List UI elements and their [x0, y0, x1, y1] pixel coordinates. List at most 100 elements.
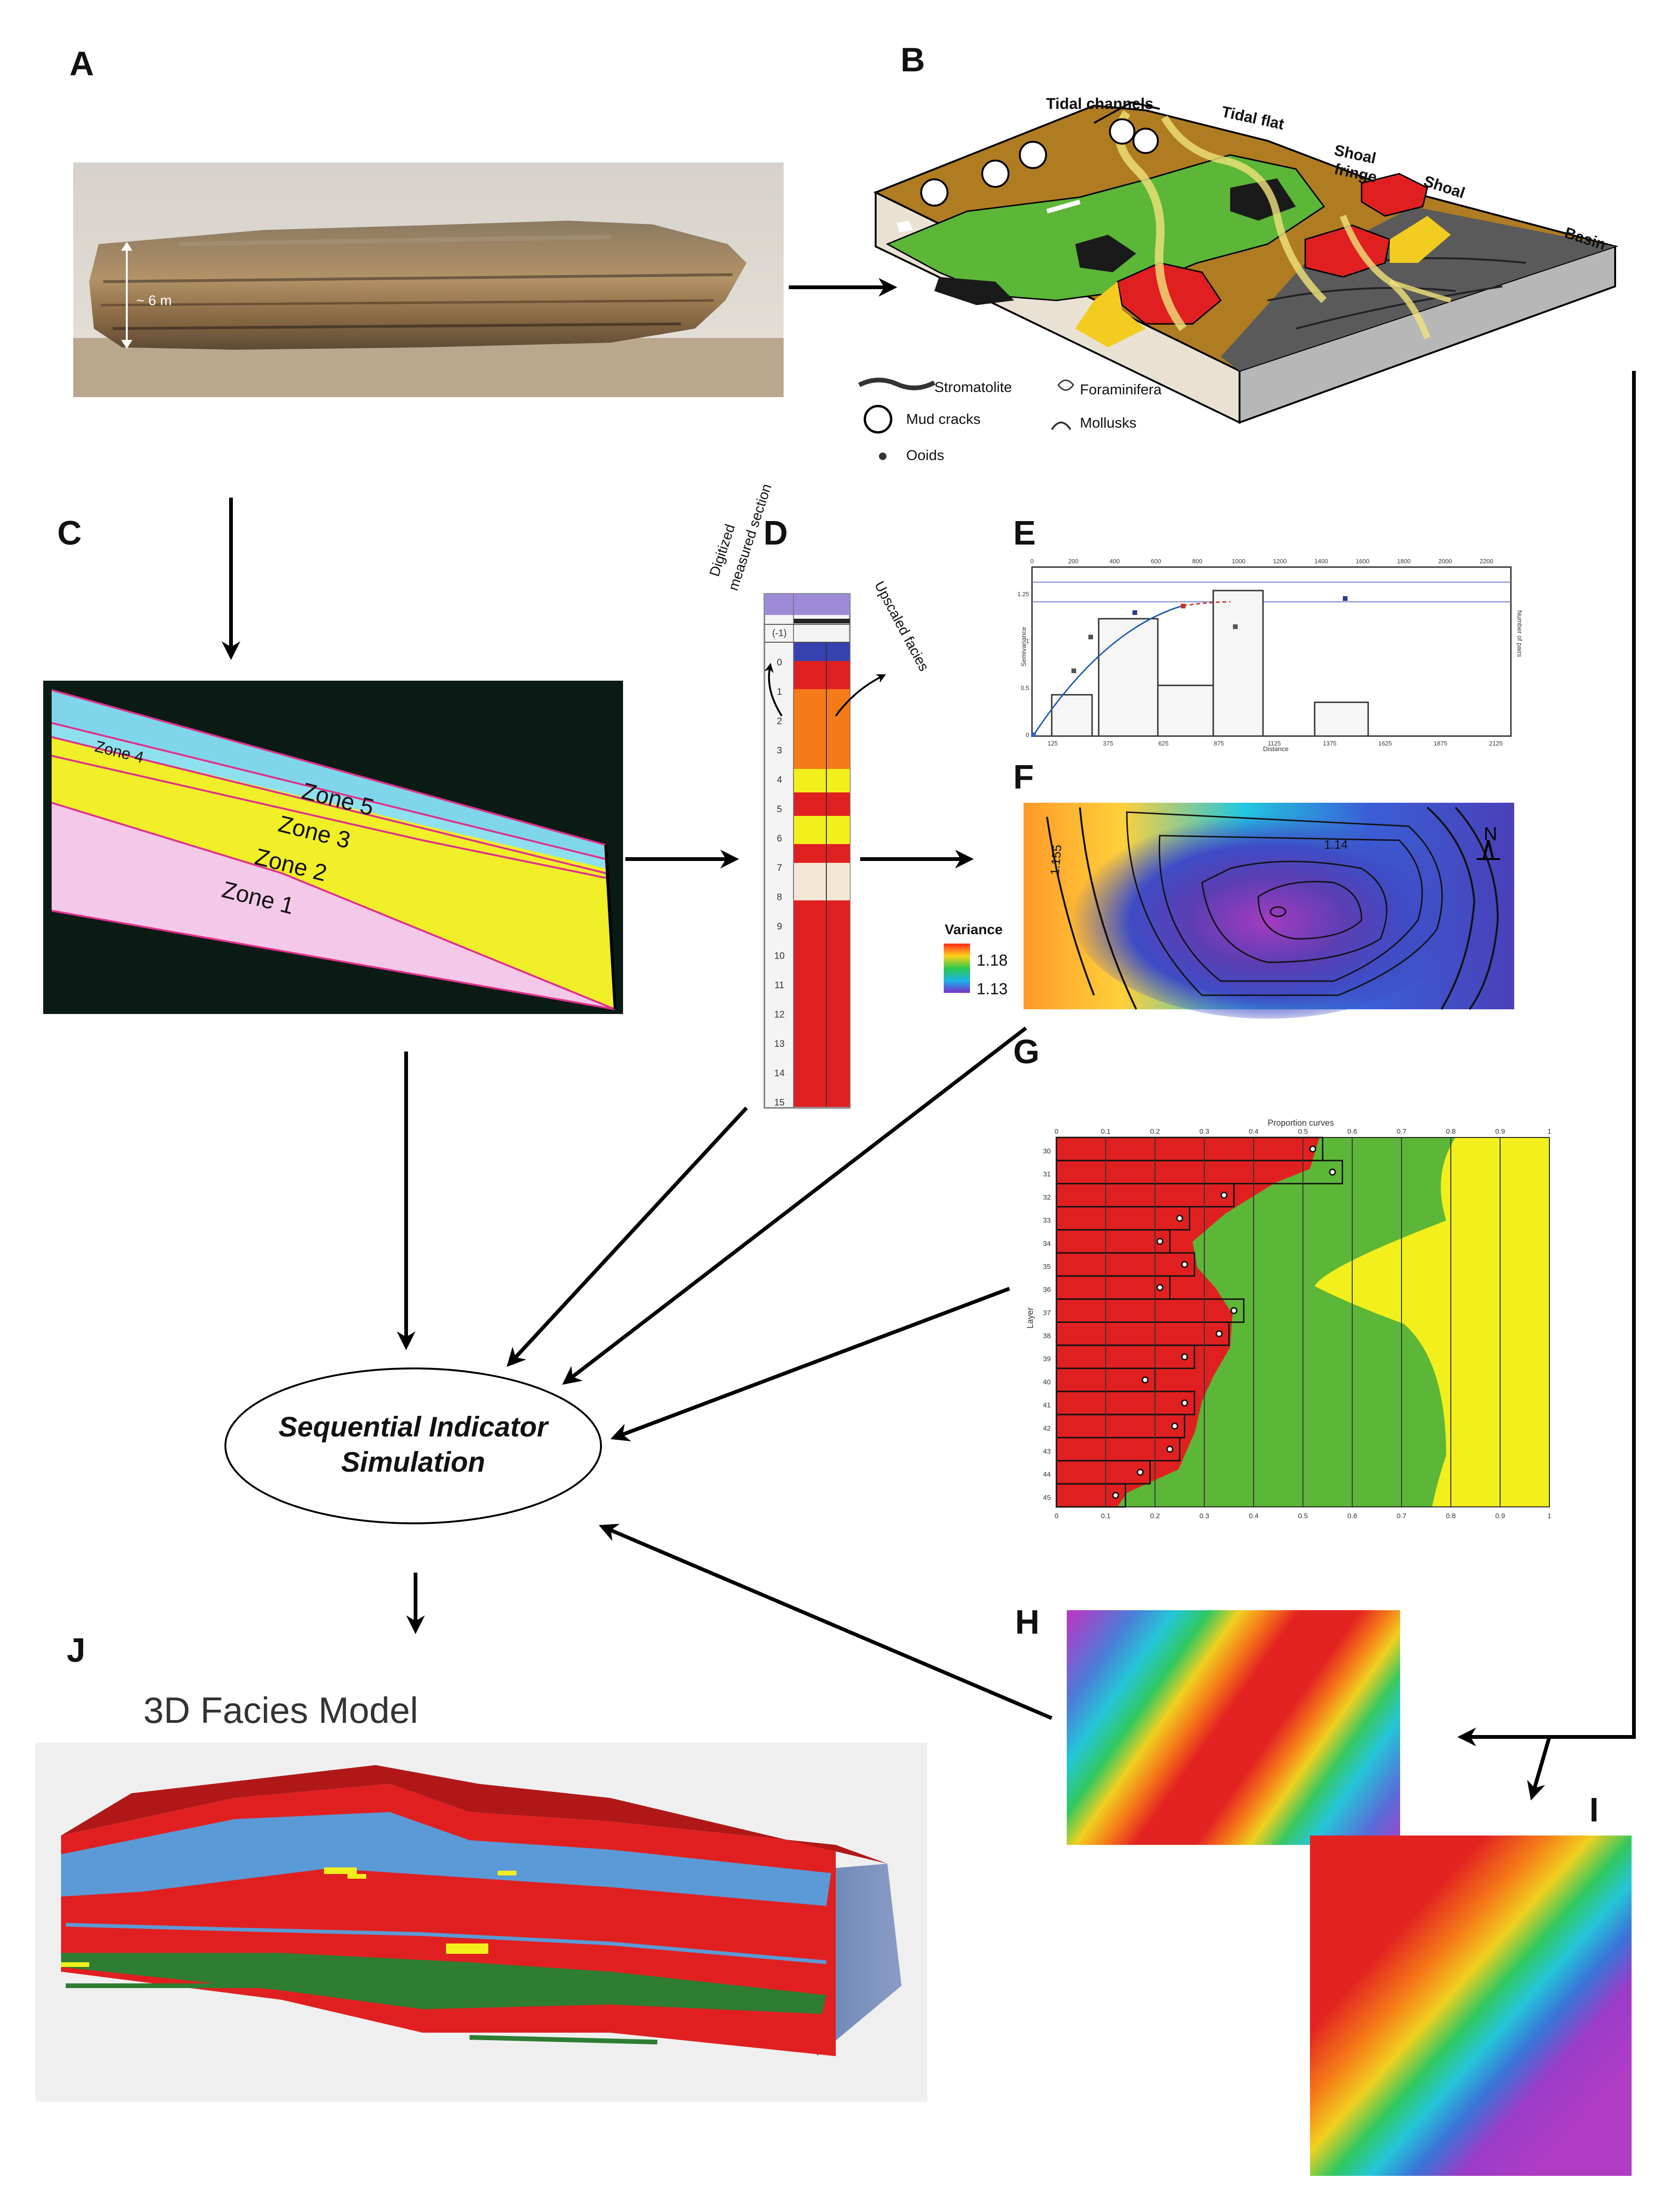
variogram-top-tick: 1000: [1232, 558, 1246, 565]
proportion-bottom-tick: 0.2: [1150, 1512, 1160, 1520]
upscaled-arrow: [835, 674, 886, 717]
panel-label-i: I: [1589, 1791, 1599, 1829]
facies-model-3d: [61, 1765, 901, 2056]
depth-tick: 0: [777, 658, 782, 668]
layer-proportion-point: [1176, 1214, 1183, 1222]
layer-tick: 32: [1043, 1193, 1051, 1201]
layer-proportion-point: [1171, 1422, 1178, 1430]
proportion-top-tick: 0.4: [1249, 1128, 1259, 1136]
variogram-y-tick: 1: [1026, 637, 1029, 645]
proportion-top-tick: 0.6: [1348, 1128, 1357, 1136]
layer-proportion-point: [1216, 1330, 1223, 1337]
layer-proportion-point: [1112, 1491, 1119, 1499]
layer-tick: 41: [1043, 1401, 1051, 1409]
variogram-right-label: Number of pairs: [1516, 610, 1524, 657]
proportion-top-tick: 0.1: [1101, 1128, 1111, 1136]
panel-label-b: B: [901, 41, 925, 79]
contour-label-2: 1.155: [1047, 844, 1064, 876]
foraminifera-icon: [1057, 379, 1074, 391]
layer-tick: 45: [1043, 1494, 1051, 1502]
depth-tick: (-1): [772, 628, 786, 638]
depth-tick: 1: [777, 687, 782, 697]
variogram-top-tick: 400: [1109, 558, 1120, 565]
variogram-top-tick: 600: [1151, 558, 1161, 565]
zone-framework-panel: [43, 681, 623, 1014]
depth-tick: 13: [774, 1039, 785, 1049]
layer-tick: 38: [1043, 1332, 1051, 1340]
layer-tick: 40: [1043, 1378, 1051, 1386]
proportion-title: Proportion curves: [1268, 1118, 1334, 1128]
variogram-top-tick: 2200: [1480, 558, 1494, 565]
proportion-curves-chart: [1055, 1137, 1550, 1508]
arrow-d-to-sis: [507, 1106, 748, 1367]
depth-tick: 11: [775, 980, 785, 991]
variance-map: [1024, 803, 1514, 1019]
label-tidal-flat: Tidal flat: [1220, 103, 1286, 133]
panel-label-j: J: [67, 1632, 85, 1669]
sis-label-line1: Sequential Indicator: [278, 1411, 549, 1443]
proportion-top-tick: 0.7: [1397, 1128, 1407, 1136]
depth-tick: 9: [777, 922, 782, 932]
ooid-icon: [879, 453, 886, 460]
legend-stromatolite: Stromatolite: [934, 379, 1012, 395]
variogram-top-tick: 200: [1068, 558, 1078, 565]
depth-tick: 14: [774, 1068, 785, 1079]
variogram-bottom-tick: 1125: [1268, 740, 1281, 747]
proportion-bottom-tick: 0.9: [1495, 1512, 1505, 1520]
proportion-bottom-tick: 1: [1548, 1512, 1551, 1520]
layer-proportion-point: [1181, 1261, 1188, 1268]
panel-label-g: G: [1013, 1033, 1040, 1071]
panel-label-h: H: [1015, 1604, 1040, 1641]
variogram-xlabel: Distance: [1263, 745, 1289, 753]
layer-tick: 33: [1043, 1217, 1051, 1225]
variogram-bottom-tick: 1375: [1323, 740, 1337, 747]
outcrop-photo: ~ 6 m: [73, 162, 784, 397]
panel-b-legend: [858, 377, 1074, 460]
contour-label-1: 1.14: [1324, 837, 1348, 852]
legend-mollusks: Mollusks: [1080, 415, 1137, 431]
proportion-top-tick: 0.5: [1298, 1128, 1308, 1136]
proportion-bottom-tick: 0.3: [1200, 1512, 1209, 1520]
arrow-to-i: [1527, 1736, 1551, 1801]
depth-tick: 2: [777, 716, 782, 727]
variance-max: 1.18: [977, 952, 1008, 969]
height-label: ~ 6 m: [136, 293, 172, 308]
layer-tick: 39: [1043, 1355, 1051, 1363]
mollusk-icon: [1051, 422, 1071, 430]
layer-tick: 43: [1043, 1447, 1051, 1455]
depositional-model-block: [873, 104, 1619, 424]
panel-label-d: D: [763, 515, 788, 552]
variogram-ylabel: Semivariance: [1020, 627, 1027, 667]
layer-proportion-point: [1166, 1445, 1173, 1453]
proportion-bottom-tick: 0.5: [1298, 1512, 1308, 1520]
layer-proportion-point: [1230, 1307, 1238, 1314]
variogram-top-tick: 1400: [1315, 558, 1328, 565]
measured-section-column: [763, 593, 851, 1109]
upscaled-caption: Upscaled facies: [871, 579, 932, 674]
proportion-bottom-tick: 0: [1055, 1512, 1058, 1520]
legend-mud-cracks: Mud cracks: [906, 411, 980, 427]
proportion-top-tick: 0.3: [1200, 1128, 1209, 1136]
depth-tick: 15: [774, 1098, 785, 1108]
trend-map-i: [1310, 1836, 1632, 2176]
variogram-top-tick: 1200: [1273, 558, 1287, 565]
panel-label-a: A: [69, 45, 94, 83]
depth-tick: 6: [777, 834, 782, 844]
variance-legend-title: Variance: [945, 922, 1002, 937]
layer-proportion-point: [1181, 1353, 1188, 1360]
depth-tick: 3: [777, 745, 782, 756]
layer-proportion-point: [1156, 1237, 1163, 1245]
depth-tick: 7: [777, 863, 782, 873]
variogram-top-tick: 1600: [1356, 558, 1370, 565]
proportion-bottom-tick: 0.4: [1249, 1512, 1259, 1520]
proportion-top-tick: 0.9: [1495, 1128, 1505, 1136]
layer-proportion-point: [1181, 1399, 1188, 1407]
layer-tick: 31: [1043, 1170, 1051, 1178]
proportion-top-tick: 0: [1055, 1128, 1058, 1136]
panel-label-c: C: [57, 515, 82, 552]
proportion-bottom-tick: 0.6: [1348, 1512, 1357, 1520]
legend-foraminifera: Foraminifera: [1080, 381, 1162, 398]
layer-tick: 36: [1043, 1286, 1051, 1294]
